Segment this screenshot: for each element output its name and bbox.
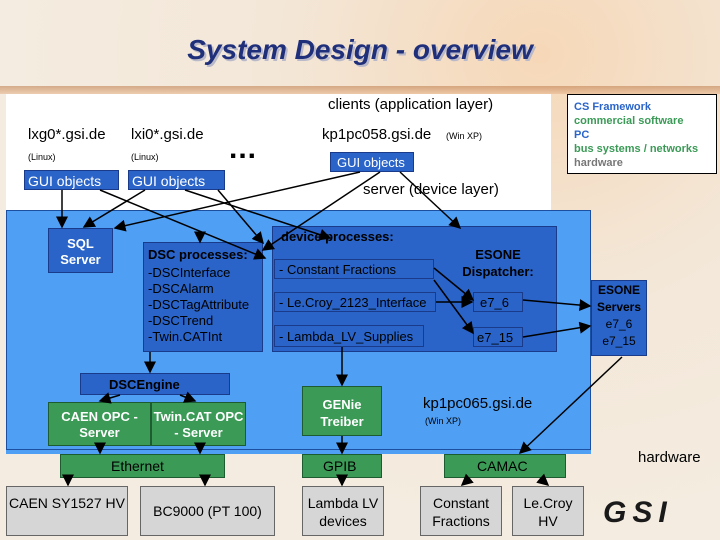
dsc-item: -DSCInterface <box>148 265 231 280</box>
server-layer-bottom <box>6 450 591 454</box>
gui-objects-lxg[interactable]: GUI objects <box>24 170 119 190</box>
ethernet-bus-label: Ethernet <box>111 458 164 474</box>
arrow-lxi-dsc <box>217 189 264 245</box>
esone-server-item: e7_15 <box>602 334 636 348</box>
legend-item-pc: PC <box>574 129 590 141</box>
hardware-constant-fractions[interactable]: Constant Fractions <box>420 486 502 536</box>
esone-servers[interactable]: ESONE Servers e7_6 e7_15 <box>591 280 647 356</box>
gpib-bus-label: GPIB <box>323 458 357 474</box>
hardware-lecroy-hv[interactable]: Le.Croy HV <box>512 486 584 536</box>
hardware-lambda-label: Lambda LV devices <box>307 495 379 529</box>
client-kp058-os: (Win XP) <box>446 131 482 141</box>
gui-objects-lxi[interactable]: GUI objects <box>128 170 225 190</box>
esone-dispatcher-e7-6[interactable]: e7_6 <box>473 292 523 312</box>
hardware-bc9000-label: BC9000 (PT 100) <box>153 503 262 519</box>
arrow-servers-camac <box>518 356 623 455</box>
ethernet-bus: Ethernet <box>60 454 225 478</box>
arrow-e715-servers <box>522 321 592 338</box>
esone-dispatcher-label: ESONE Dispatcher: <box>462 247 534 279</box>
camac-bus-label: CAMAC <box>477 458 528 474</box>
legend-item-commercial-software: commercial software <box>574 115 684 127</box>
esone-server-item: e7_6 <box>605 317 633 331</box>
arrow-e76-servers <box>522 299 592 312</box>
legend: CS Framework commercial software PC bus … <box>567 94 717 174</box>
kp065-host: kp1pc065.gsi.de <box>423 395 533 412</box>
dsc-processes-title: DSC processes: <box>148 247 248 262</box>
arrow-kp058-esone <box>399 171 462 230</box>
genie-driver[interactable]: GENie Treiber <box>302 386 382 436</box>
hardware-lambda[interactable]: Lambda LV devices <box>302 486 384 536</box>
arrow-camac-cf <box>460 473 474 486</box>
esone-dispatcher-e7-15[interactable]: e7_15 <box>473 327 523 347</box>
clients-layer-label: clients (application layer) <box>328 96 494 113</box>
device-processes-title: device processes: <box>281 229 394 244</box>
arrow-lxg-dsc <box>99 189 267 260</box>
esone-dispatcher-e7-6-label: e7_6 <box>480 295 509 310</box>
caen-opc-server[interactable]: CAEN OPC - Server <box>48 402 151 446</box>
hardware-constant-fractions-label: Constant Fractions <box>432 495 490 529</box>
more-clients-ellipsis: ... <box>229 132 258 165</box>
esone-servers-subtitle: Servers <box>596 300 642 314</box>
device-process-lambda[interactable]: - Lambda_LV_Supplies <box>274 325 424 347</box>
legend-item-bus-systems: bus systems / networks <box>574 143 699 155</box>
gui-objects-lxi-label: GUI objects <box>132 173 206 189</box>
device-process-label: - Lambda_LV_Supplies <box>279 329 414 344</box>
arrow-lxi-device <box>184 189 332 241</box>
gui-objects-kp058[interactable]: GUI objects <box>330 152 414 172</box>
twincat-opc-server[interactable]: Twin.CAT OPC - Server <box>151 402 246 446</box>
caen-opc-server-label: CAEN OPC - Server <box>61 409 138 440</box>
client-lxg-host: lxg0*.gsi.de <box>28 126 106 143</box>
device-process-label: - Le.Croy_2123_Interface <box>279 295 427 310</box>
dsc-item: -DSCAlarm <box>148 281 214 296</box>
page-title: System Design - overview <box>187 34 533 65</box>
device-process-constant-fractions[interactable]: - Constant Fractions <box>274 259 434 279</box>
title-underline <box>0 86 720 94</box>
arrow-kp058-sql <box>113 171 361 232</box>
gui-objects-kp058-label: GUI objects <box>337 155 405 170</box>
arrow-camac-lecroy <box>536 473 550 486</box>
hardware-layer-label: hardware <box>638 449 701 466</box>
arrow-cf-e76 <box>433 267 475 301</box>
dsc-item: -Twin.CATInt <box>148 329 223 344</box>
genie-driver-label: GENie Treiber <box>320 397 364 429</box>
server-layer-label: server (device layer) <box>363 181 499 198</box>
client-lxi-os: (Linux) <box>131 152 159 162</box>
arrow-cf-e715 <box>433 279 474 335</box>
client-lxg-os: (Linux) <box>28 152 56 162</box>
dscengine[interactable]: DSCEngine <box>80 373 230 395</box>
twincat-opc-server-label: Twin.CAT OPC - Server <box>153 409 244 440</box>
hardware-lecroy-hv-label: Le.Croy HV <box>523 495 573 529</box>
dsc-item: -DSCTrend <box>148 313 214 328</box>
arrow-engine-twincat <box>179 391 197 403</box>
gui-objects-lxg-label: GUI objects <box>28 173 102 189</box>
device-process-lecroy[interactable]: - Le.Croy_2123_Interface <box>274 292 436 312</box>
esone-servers-title: ESONE <box>597 283 640 297</box>
device-process-label: - Constant Fractions <box>279 262 397 277</box>
legend-item-hardware: hardware <box>574 157 623 169</box>
dscengine-label: DSCEngine <box>109 377 180 392</box>
arrow-engine-caen <box>98 392 121 404</box>
hardware-caen-hv-label: CAEN SY1527 HV <box>9 495 125 511</box>
client-lxi-host: lxi0*.gsi.de <box>131 126 204 143</box>
dsc-item: -DSCTagAttribute <box>148 297 250 312</box>
arrow-kp058-dsc <box>261 171 381 251</box>
esone-dispatcher-e7-15-label: e7_15 <box>477 330 514 345</box>
client-kp058-host: kp1pc058.gsi.de <box>322 126 432 143</box>
kp065-os: (Win XP) <box>425 416 461 426</box>
hardware-caen-hv[interactable]: CAEN SY1527 HV <box>6 486 128 536</box>
gsi-logo: GSI <box>603 496 673 529</box>
sql-server-label: SQL Server <box>60 236 101 267</box>
arrow-lxi-sql <box>82 189 146 228</box>
legend-item-cs-framework: CS Framework <box>574 101 652 113</box>
hardware-bc9000[interactable]: BC9000 (PT 100) <box>140 486 275 536</box>
sql-server[interactable]: SQL Server <box>48 228 113 273</box>
dsc-processes[interactable]: DSC processes: -DSCInterface -DSCAlarm -… <box>143 242 263 352</box>
